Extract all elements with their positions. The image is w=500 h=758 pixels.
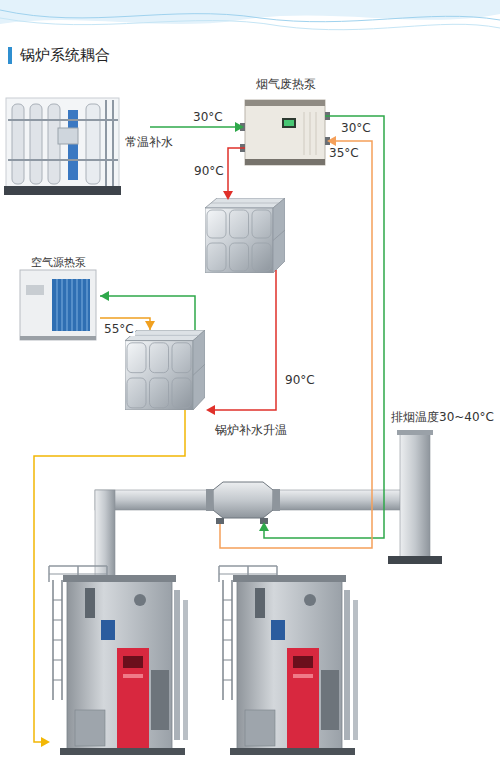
air-source-heat-pump-unit (62, 279, 63, 331)
air-source-heat-pump-unit (52, 279, 90, 331)
header-wave (0, 10, 500, 22)
heat-pump-unit: 烟气废热泵 (240, 76, 332, 170)
water-treatment-unit (30, 104, 42, 184)
header-wave (0, 0, 500, 24)
water-treatment-unit (58, 128, 78, 144)
header-wave (0, 0, 500, 30)
flue-gas-heat-pump-unit (310, 112, 311, 155)
temperature-label: 排烟温度30~40°C (390, 410, 495, 424)
flue-gas-heat-pump-unit (304, 112, 305, 155)
water-treatment-unit (4, 98, 121, 195)
heat-recovery-device (216, 518, 224, 524)
diagram-title: 锅炉系统耦合 (20, 45, 110, 65)
pipe-line (228, 148, 245, 192)
water-tank (205, 198, 285, 273)
flue-pipe (388, 556, 442, 564)
heat-recovery-device (206, 482, 280, 524)
flue-pipe (95, 430, 442, 577)
arrow-head (223, 191, 233, 200)
arrow-head (259, 522, 269, 531)
water-treatment-unit (105, 100, 107, 186)
arrow-head (100, 291, 109, 301)
header-wave (0, 18, 500, 30)
water-treatment-unit (6, 98, 119, 188)
title-bar (8, 47, 12, 64)
arrow-head (145, 321, 155, 330)
water-tank: 锅炉补水升温 (125, 330, 290, 438)
air-source-heat-pump-unit (20, 336, 96, 340)
temperature-label: 90°C (193, 164, 225, 178)
temperature-label: 30°C (192, 110, 224, 124)
pipe-line (220, 141, 372, 548)
heat-recovery-device (206, 489, 213, 511)
water-tank (125, 330, 205, 410)
air-source-heat-pump-unit (57, 279, 58, 331)
pipe-line (264, 116, 384, 538)
air-source-heat-pump-unit (26, 285, 44, 295)
node-label: 锅炉补水升温 (215, 423, 287, 437)
air-source-heat-pump-unit (67, 279, 68, 331)
temperature-label: 常温补水 (124, 135, 174, 149)
air-source-heat-pump-unit (72, 279, 73, 331)
air-source-heat-pump-unit (20, 270, 96, 340)
flue-gas-heat-pump-unit (245, 100, 325, 165)
arrow-head (206, 405, 215, 415)
arrow-head (41, 122, 336, 747)
flue-pipe (95, 490, 115, 577)
water-treatment-unit (12, 104, 24, 184)
flue-gas-heat-pump-unit (240, 100, 330, 165)
air-source-heat-pump-unit (87, 279, 88, 331)
node-label: 空气源热泵 (31, 256, 86, 270)
air-source-heat-pump-unit (82, 279, 83, 331)
air-source-heat-pump-unit (20, 270, 96, 340)
arrow-head (41, 737, 50, 747)
flue-gas-heat-pump-unit (245, 159, 325, 165)
heat-recovery-device (273, 489, 280, 511)
boiler (219, 566, 358, 755)
water-treatment-unit (112, 100, 114, 186)
temperature-label: 55°C (103, 322, 135, 336)
temperature-label: 30°C (340, 121, 372, 135)
temperature-label: 35°C (328, 146, 360, 160)
flue-gas-heat-pump-unit (316, 112, 317, 155)
flue-gas-heat-pump-unit (245, 100, 325, 106)
pipe-line (214, 270, 276, 410)
flue-gas-heat-pump-unit (282, 118, 296, 128)
boiler (49, 566, 188, 755)
water-treatment-unit (86, 104, 100, 184)
heat-recovery-device (213, 482, 273, 518)
pipe-line (34, 410, 185, 742)
water-tank (125, 198, 285, 410)
heat-pump-unit: 空气源热泵 (16, 255, 100, 343)
flue-pipe (397, 430, 433, 435)
water-treatment-unit (4, 186, 121, 195)
node-label: 烟气废热泵 (256, 77, 316, 91)
pipe-line (150, 126, 236, 128)
boiler (49, 566, 358, 755)
pipe-line (34, 116, 384, 742)
temperature-label: 90°C (284, 373, 316, 387)
arrow-head (235, 122, 244, 132)
arrow-head (327, 136, 336, 146)
air-source-heat-pump-unit (77, 279, 78, 331)
water-treatment-unit (8, 159, 118, 161)
water-treatment-unit (8, 119, 118, 121)
flue-gas-heat-pump-unit (284, 120, 294, 126)
flue-pipe (400, 432, 430, 558)
